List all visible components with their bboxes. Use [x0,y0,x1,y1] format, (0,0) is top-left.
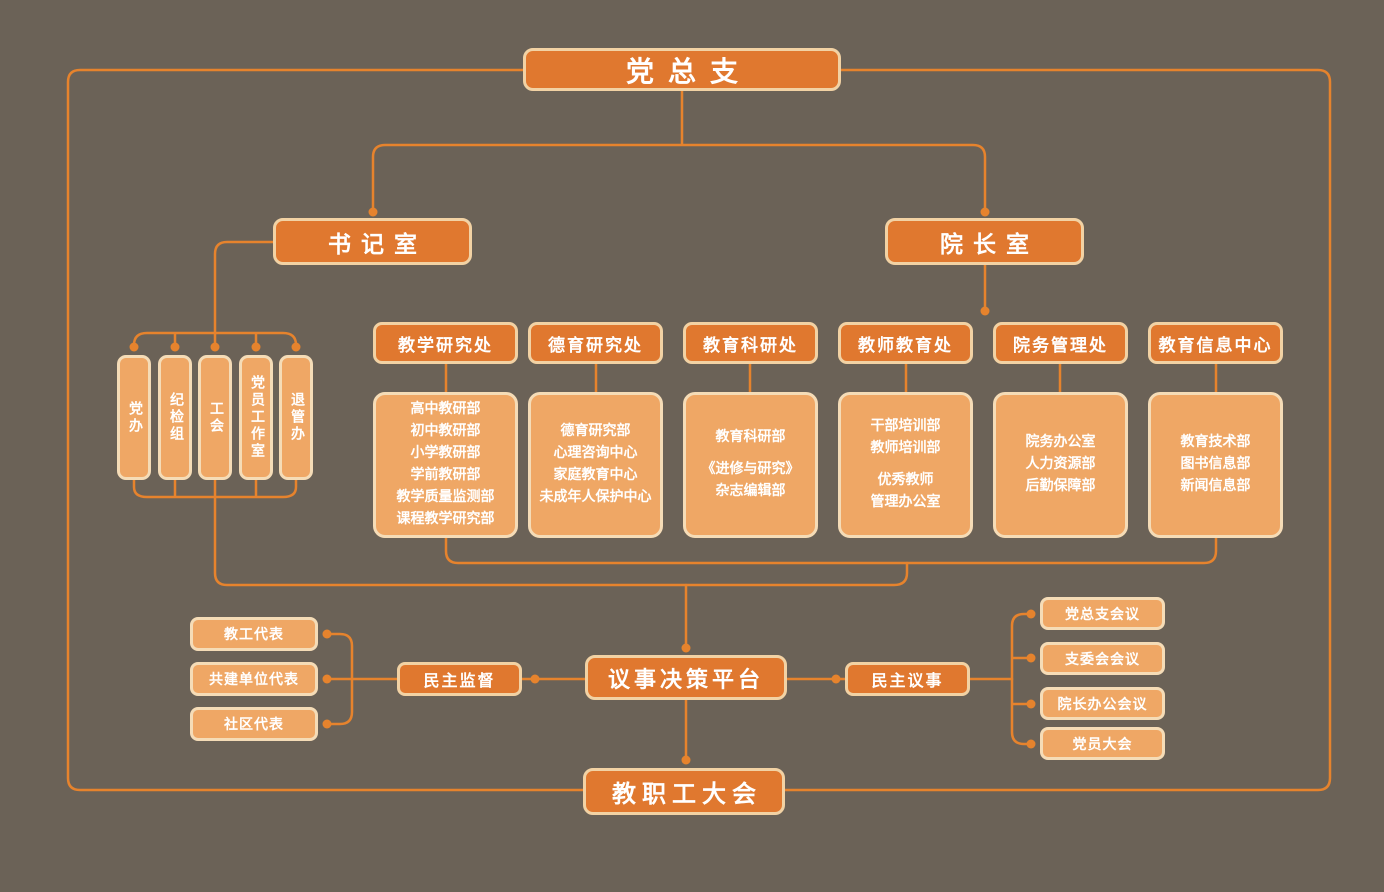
node-party-member-assembly: 党员大会 [1040,727,1165,760]
connector-dots [129,207,1036,765]
dept-collector [444,536,1218,565]
node-party-general-branch: 党总支 [523,48,841,91]
node-party-member-studio: 党员工作室 [239,355,273,480]
bottom-trunk [213,495,909,587]
node-education-research-dept: 教育科研处 [683,322,818,364]
secretary-rail [213,240,275,347]
meetings-bracket [1010,612,1033,746]
root-split [371,89,987,213]
node-decision-platform: 议事决策平台 [585,655,787,700]
node-education-info-center: 教育信息中心 [1148,322,1283,364]
node-teacher-education-dept: 教师教育处 [838,322,973,364]
dept-stubs [444,362,1218,394]
node-teacher-education-units: 干部培训部 教师培训部 优秀教师 管理办公室 [838,392,973,538]
node-secretary-office: 书记室 [273,218,472,265]
node-party-branch-meeting: 党总支会议 [1040,597,1165,630]
node-dean-office-meeting: 院长办公会议 [1040,687,1165,720]
node-staff-congress: 教职工大会 [583,768,785,815]
node-community-representatives: 社区代表 [190,707,318,741]
node-teaching-research-units: 高中教研部 初中教研部 小学教研部 学前教研部 教学质量监测部 课程教学研究部 [373,392,518,538]
node-moral-education-units: 德育研究部 心理咨询中心 家庭教育中心 未成年人保护中心 [528,392,663,538]
node-dean-office: 院长室 [885,218,1084,265]
node-party-office: 党办 [117,355,151,480]
node-democratic-supervision: 民主监督 [397,662,522,696]
reps-bracket [325,632,399,726]
node-teaching-research-dept: 教学研究处 [373,322,518,364]
node-academy-affairs-units: 院务办公室 人力资源部 后勤保障部 [993,392,1128,538]
node-retirement-office: 退管办 [279,355,313,480]
node-democratic-deliberation: 民主议事 [845,662,970,696]
node-labor-union: 工会 [198,355,232,480]
node-moral-education-dept: 德育研究处 [528,322,663,364]
node-education-info-units: 教育技术部 图书信息部 新闻信息部 [1148,392,1283,538]
outer-loop-left [66,68,585,792]
node-academy-affairs-dept: 院务管理处 [993,322,1128,364]
outer-loop-right [783,68,1332,792]
node-staff-representatives: 教工代表 [190,617,318,651]
node-discipline-inspection: 纪检组 [158,355,192,480]
node-education-research-units: 教育科研部 《进修与研究》 杂志编辑部 [683,392,818,538]
node-branch-committee-meeting: 支委会会议 [1040,642,1165,675]
node-partner-unit-representatives: 共建单位代表 [190,662,318,696]
offices-bracket [132,478,298,499]
